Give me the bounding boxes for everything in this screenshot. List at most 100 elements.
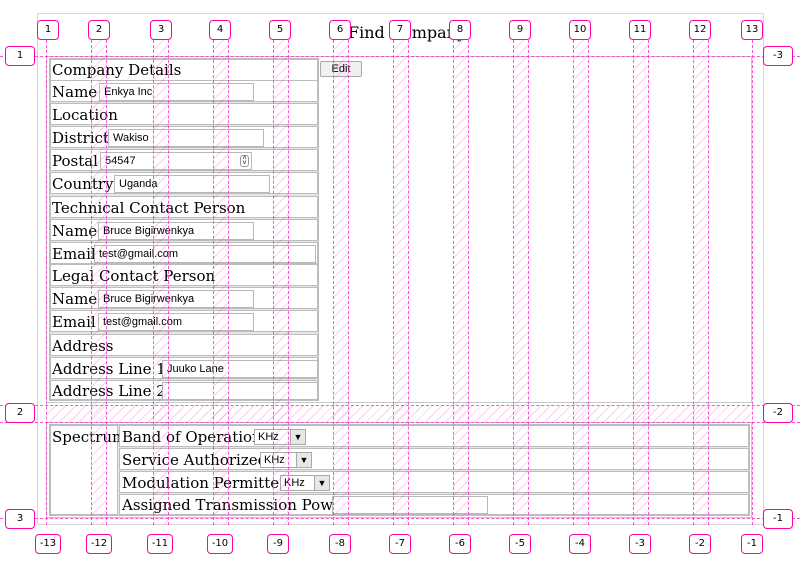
guide-line <box>153 40 154 525</box>
guide-line <box>648 40 649 525</box>
power-field[interactable] <box>332 496 488 514</box>
guide-line <box>0 422 800 423</box>
legal-email-field[interactable]: test@gmail.com <box>98 313 254 331</box>
company-details-heading: Company Details <box>52 61 182 79</box>
overlay-stripe-col-8 <box>513 40 528 525</box>
country-field[interactable]: Uganda <box>114 175 270 193</box>
column-marker: -10 <box>207 534 233 554</box>
address2-row: Address Line 2 <box>50 380 318 400</box>
modulation-label: Modulation Permitted <box>122 474 289 492</box>
row-marker: -3 <box>763 46 793 66</box>
updown-arrows-icon[interactable]: ˄˅ <box>240 155 249 167</box>
service-row: Service Authorized KHz ▼ <box>119 448 749 470</box>
triangle-down-icon[interactable]: ▼ <box>314 476 329 490</box>
guide-line <box>273 40 274 525</box>
overlay-stripe-col-10 <box>633 40 648 525</box>
column-marker: 1 <box>37 20 59 40</box>
company-name-label: Name <box>52 83 98 101</box>
guide-line <box>528 40 529 525</box>
guide-line <box>0 518 800 519</box>
overlay-stripe-col-7 <box>453 40 468 525</box>
page-border <box>37 13 764 525</box>
guide-line <box>288 40 289 525</box>
guide-line <box>752 40 753 525</box>
legal-heading-row: Legal Contact Person <box>50 264 318 286</box>
overlay-stripe-col-6 <box>393 40 408 525</box>
band-row: Band of Operation KHz ▼ <box>119 425 749 447</box>
tech-email-label: Email <box>52 245 96 263</box>
edit-button[interactable]: Edit <box>320 61 362 77</box>
postal-row: Postal 54547 ˄˅ <box>50 149 318 171</box>
column-marker: -12 <box>86 534 112 554</box>
legal-name-field[interactable]: Bruce Bigirwenkya <box>98 290 254 308</box>
column-marker: -1 <box>741 534 763 554</box>
address-heading: Address <box>52 337 114 355</box>
legal-email-row: Email test@gmail.com <box>50 310 318 332</box>
guide-line <box>91 40 92 525</box>
location-heading: Location <box>52 106 118 124</box>
address1-field[interactable]: Juuko Lane <box>162 360 318 378</box>
column-marker: 7 <box>389 20 411 40</box>
tech-email-row: Email test@gmail.com <box>50 242 318 264</box>
band-select[interactable]: KHz ▼ <box>254 429 306 445</box>
legal-email-label: Email <box>52 313 96 331</box>
column-marker: -6 <box>449 534 471 554</box>
guide-line <box>0 56 800 57</box>
triangle-down-icon[interactable]: ▼ <box>296 453 311 467</box>
address2-label: Address Line 2 <box>52 382 166 400</box>
legal-heading: Legal Contact Person <box>52 267 216 285</box>
overlay-stripe-col-9 <box>573 40 588 525</box>
column-marker: -9 <box>267 534 289 554</box>
legal-name-row: Name Bruce Bigirwenkya <box>50 287 318 309</box>
column-marker: 13 <box>741 20 763 40</box>
overlay-stripe-col-5 <box>333 40 348 525</box>
column-marker: 6 <box>329 20 351 40</box>
modulation-select[interactable]: KHz ▼ <box>280 475 330 491</box>
power-label: Assigned Transmission Power <box>122 496 350 514</box>
guide-line <box>633 40 634 525</box>
overlay-stripe-col-4 <box>273 40 288 525</box>
country-label: Country <box>52 175 114 193</box>
column-marker: -5 <box>509 534 531 554</box>
guide-line <box>708 40 709 525</box>
guide-line <box>228 40 229 525</box>
tech-email-field[interactable]: test@gmail.com <box>94 245 316 263</box>
guide-line <box>168 40 169 525</box>
address2-field[interactable] <box>162 382 318 400</box>
column-marker: 2 <box>88 20 110 40</box>
service-label: Service Authorized <box>122 451 268 469</box>
tech-name-label: Name <box>52 222 98 240</box>
row-marker: 1 <box>5 46 35 66</box>
guide-line <box>0 405 800 406</box>
column-marker: -8 <box>329 534 351 554</box>
column-marker: -2 <box>689 534 711 554</box>
postal-field[interactable]: 54547 ˄˅ <box>100 152 252 170</box>
power-row: Assigned Transmission Power <box>119 494 749 515</box>
guide-line <box>453 40 454 525</box>
triangle-down-icon[interactable]: ▼ <box>290 430 305 444</box>
overlay-stripe-col-11 <box>693 40 708 525</box>
guide-line <box>393 40 394 525</box>
tech-name-row: Name Bruce Bigirwenkya <box>50 219 318 241</box>
address-heading-row: Address <box>50 334 318 356</box>
legal-name-label: Name <box>52 290 98 308</box>
row-marker: 2 <box>5 403 35 423</box>
column-marker: 10 <box>569 20 591 40</box>
technical-heading: Technical Contact Person <box>52 199 246 217</box>
guide-line <box>468 40 469 525</box>
company-name-field[interactable]: Enkya Inc <box>99 83 254 101</box>
guide-line <box>408 40 409 525</box>
address1-row: Address Line 1 Juuko Lane <box>50 357 318 379</box>
guide-line <box>348 40 349 525</box>
column-marker: 11 <box>629 20 651 40</box>
row-marker: -2 <box>763 403 793 423</box>
column-marker: 12 <box>689 20 711 40</box>
technical-heading-row: Technical Contact Person <box>50 196 318 218</box>
overlay-stripe-col-1 <box>91 40 106 525</box>
tech-name-field[interactable]: Bruce Bigirwenkya <box>98 222 254 240</box>
column-marker: -3 <box>629 534 651 554</box>
modulation-row: Modulation Permitted KHz ▼ <box>119 471 749 493</box>
district-field[interactable]: Wakiso <box>108 129 264 147</box>
guide-line <box>106 40 107 525</box>
postal-value: 54547 <box>105 155 136 167</box>
